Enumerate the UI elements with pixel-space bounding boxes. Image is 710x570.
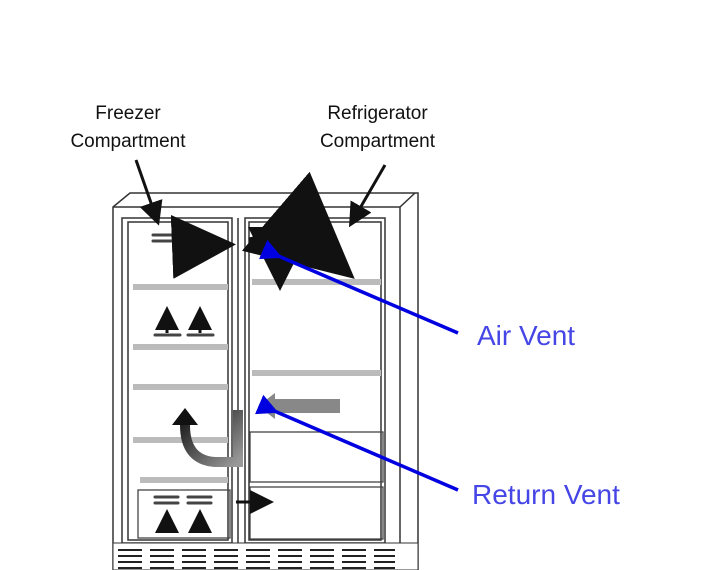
freezer-label-line2: Compartment xyxy=(70,131,186,152)
freezer-compartment-label: Freezer Compartment xyxy=(38,100,218,156)
freezer-shelves xyxy=(133,279,381,483)
base-grille xyxy=(112,542,419,570)
fridge-cabinet xyxy=(112,192,419,570)
label-pointers xyxy=(134,159,387,228)
callout-lines xyxy=(254,239,459,492)
refrigerator-label-line2: Compartment xyxy=(319,131,436,152)
refrigerator-label-line1: Refrigerator xyxy=(327,103,428,124)
return-vent-label: Return Vent xyxy=(472,479,620,510)
crisper-drawers xyxy=(137,431,384,540)
freezer-label-line1: Freezer xyxy=(95,103,161,124)
refrigerator-compartment-label: Refrigerator Compartment xyxy=(285,100,470,156)
air-vent-label: Air Vent xyxy=(477,320,576,351)
